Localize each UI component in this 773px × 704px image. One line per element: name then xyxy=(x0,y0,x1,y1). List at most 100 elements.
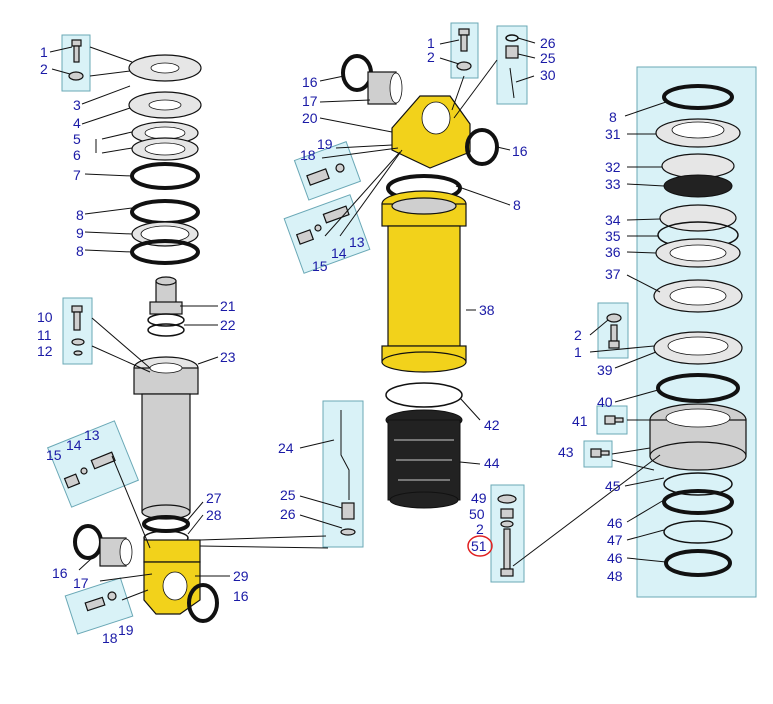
label-49: 49 xyxy=(471,490,487,506)
label-48: 48 xyxy=(607,568,623,584)
label-1: 1 xyxy=(574,344,582,360)
housing-29 xyxy=(143,539,201,615)
label-18: 18 xyxy=(300,147,316,163)
label-43: 43 xyxy=(558,444,574,460)
label-36: 36 xyxy=(605,244,621,260)
piston-rod-21 xyxy=(147,276,185,337)
snap-ring-16-top xyxy=(341,54,373,92)
ring-34 xyxy=(659,204,737,232)
label-51: 51 xyxy=(471,538,487,554)
label-32: 32 xyxy=(605,159,621,175)
ring-40 xyxy=(656,373,740,403)
grease-fitting-13-15-top xyxy=(295,205,350,245)
highlight-callout-51 xyxy=(467,535,493,557)
label-26: 26 xyxy=(540,35,556,51)
label-8: 8 xyxy=(609,109,617,125)
seal-48 xyxy=(664,549,732,577)
right-bolt-1-2 xyxy=(606,313,622,349)
label-2: 2 xyxy=(574,327,582,343)
ring-8-upper-left xyxy=(130,199,200,225)
seal-42 xyxy=(385,382,463,408)
label-8: 8 xyxy=(513,197,521,213)
sensor-18-19-left xyxy=(84,591,117,612)
label-5: 5 xyxy=(73,131,81,147)
label-1: 1 xyxy=(427,35,435,51)
left-bolt-10-12 xyxy=(71,305,85,356)
label-8: 8 xyxy=(76,243,84,259)
snap-ring-16-right-top xyxy=(465,128,499,166)
label-50: 50 xyxy=(469,506,485,522)
ring-32 xyxy=(661,153,735,179)
label-14: 14 xyxy=(66,437,82,453)
label-42: 42 xyxy=(484,417,500,433)
label-23: 23 xyxy=(220,349,236,365)
label-20: 20 xyxy=(302,110,318,126)
label-40: 40 xyxy=(597,394,613,410)
ring-46-upper xyxy=(663,472,733,496)
bolt-49-51 xyxy=(497,494,517,577)
label-41: 41 xyxy=(572,413,588,429)
label-19: 19 xyxy=(317,136,333,152)
label-37: 37 xyxy=(605,266,621,282)
boot-44 xyxy=(385,409,463,509)
label-16: 16 xyxy=(52,565,68,581)
label-25: 25 xyxy=(280,487,296,503)
label-12: 12 xyxy=(37,343,53,359)
screw-43 xyxy=(590,448,610,458)
label-15: 15 xyxy=(46,447,62,463)
ring-47 xyxy=(662,489,734,515)
cylinder-38 xyxy=(381,190,467,373)
label-27: 27 xyxy=(206,490,222,506)
label-10: 10 xyxy=(37,309,53,325)
label-33: 33 xyxy=(605,176,621,192)
ring-46-lower xyxy=(663,520,733,544)
label-45: 45 xyxy=(605,478,621,494)
label-38: 38 xyxy=(479,302,495,318)
label-17: 17 xyxy=(302,93,318,109)
label-26: 26 xyxy=(280,506,296,522)
sensor-18-19-top xyxy=(306,163,345,186)
panel-tube-24-26 xyxy=(322,400,364,548)
label-16: 16 xyxy=(233,588,249,604)
ring-8-right xyxy=(662,84,734,110)
label-19: 19 xyxy=(118,622,134,638)
part-labels: 1 2 3 4 5 6 7 8 9 8 10 11 12 21 22 23 13… xyxy=(37,35,623,646)
label-35: 35 xyxy=(605,228,621,244)
label-47: 47 xyxy=(607,532,623,548)
label-29: 29 xyxy=(233,568,249,584)
grease-fitting-13-15-left xyxy=(63,451,116,489)
label-13: 13 xyxy=(84,427,100,443)
label-39: 39 xyxy=(597,362,613,378)
screw-41 xyxy=(604,415,624,425)
panel-pipe-25-30 xyxy=(496,25,528,105)
label-15: 15 xyxy=(312,258,328,274)
label-1: 1 xyxy=(40,44,48,60)
left-bolt-1 xyxy=(68,39,84,81)
label-18: 18 xyxy=(102,630,118,646)
label-17: 17 xyxy=(73,575,89,591)
ring-7 xyxy=(130,162,200,190)
label-34: 34 xyxy=(605,212,621,228)
label-30: 30 xyxy=(540,67,556,83)
label-13: 13 xyxy=(349,234,365,250)
cylinder-body-23 xyxy=(133,356,199,520)
top-bolt-1-2 xyxy=(456,28,472,71)
label-4: 4 xyxy=(73,115,81,131)
bushing-17-left xyxy=(73,524,133,567)
label-6: 6 xyxy=(73,147,81,163)
label-16: 16 xyxy=(512,143,528,159)
label-31: 31 xyxy=(605,126,621,142)
bushing-17-top xyxy=(367,71,403,105)
ring-33 xyxy=(663,174,733,198)
label-16: 16 xyxy=(302,74,318,90)
label-14: 14 xyxy=(331,245,347,261)
label-2: 2 xyxy=(427,49,435,65)
snap-ring-16-left-bottom xyxy=(187,583,219,623)
label-9: 9 xyxy=(76,225,84,241)
label-22: 22 xyxy=(220,317,236,333)
clevis-head-20 xyxy=(391,95,471,169)
leader-lines xyxy=(49,37,667,601)
label-2: 2 xyxy=(40,61,48,77)
label-28: 28 xyxy=(206,507,222,523)
